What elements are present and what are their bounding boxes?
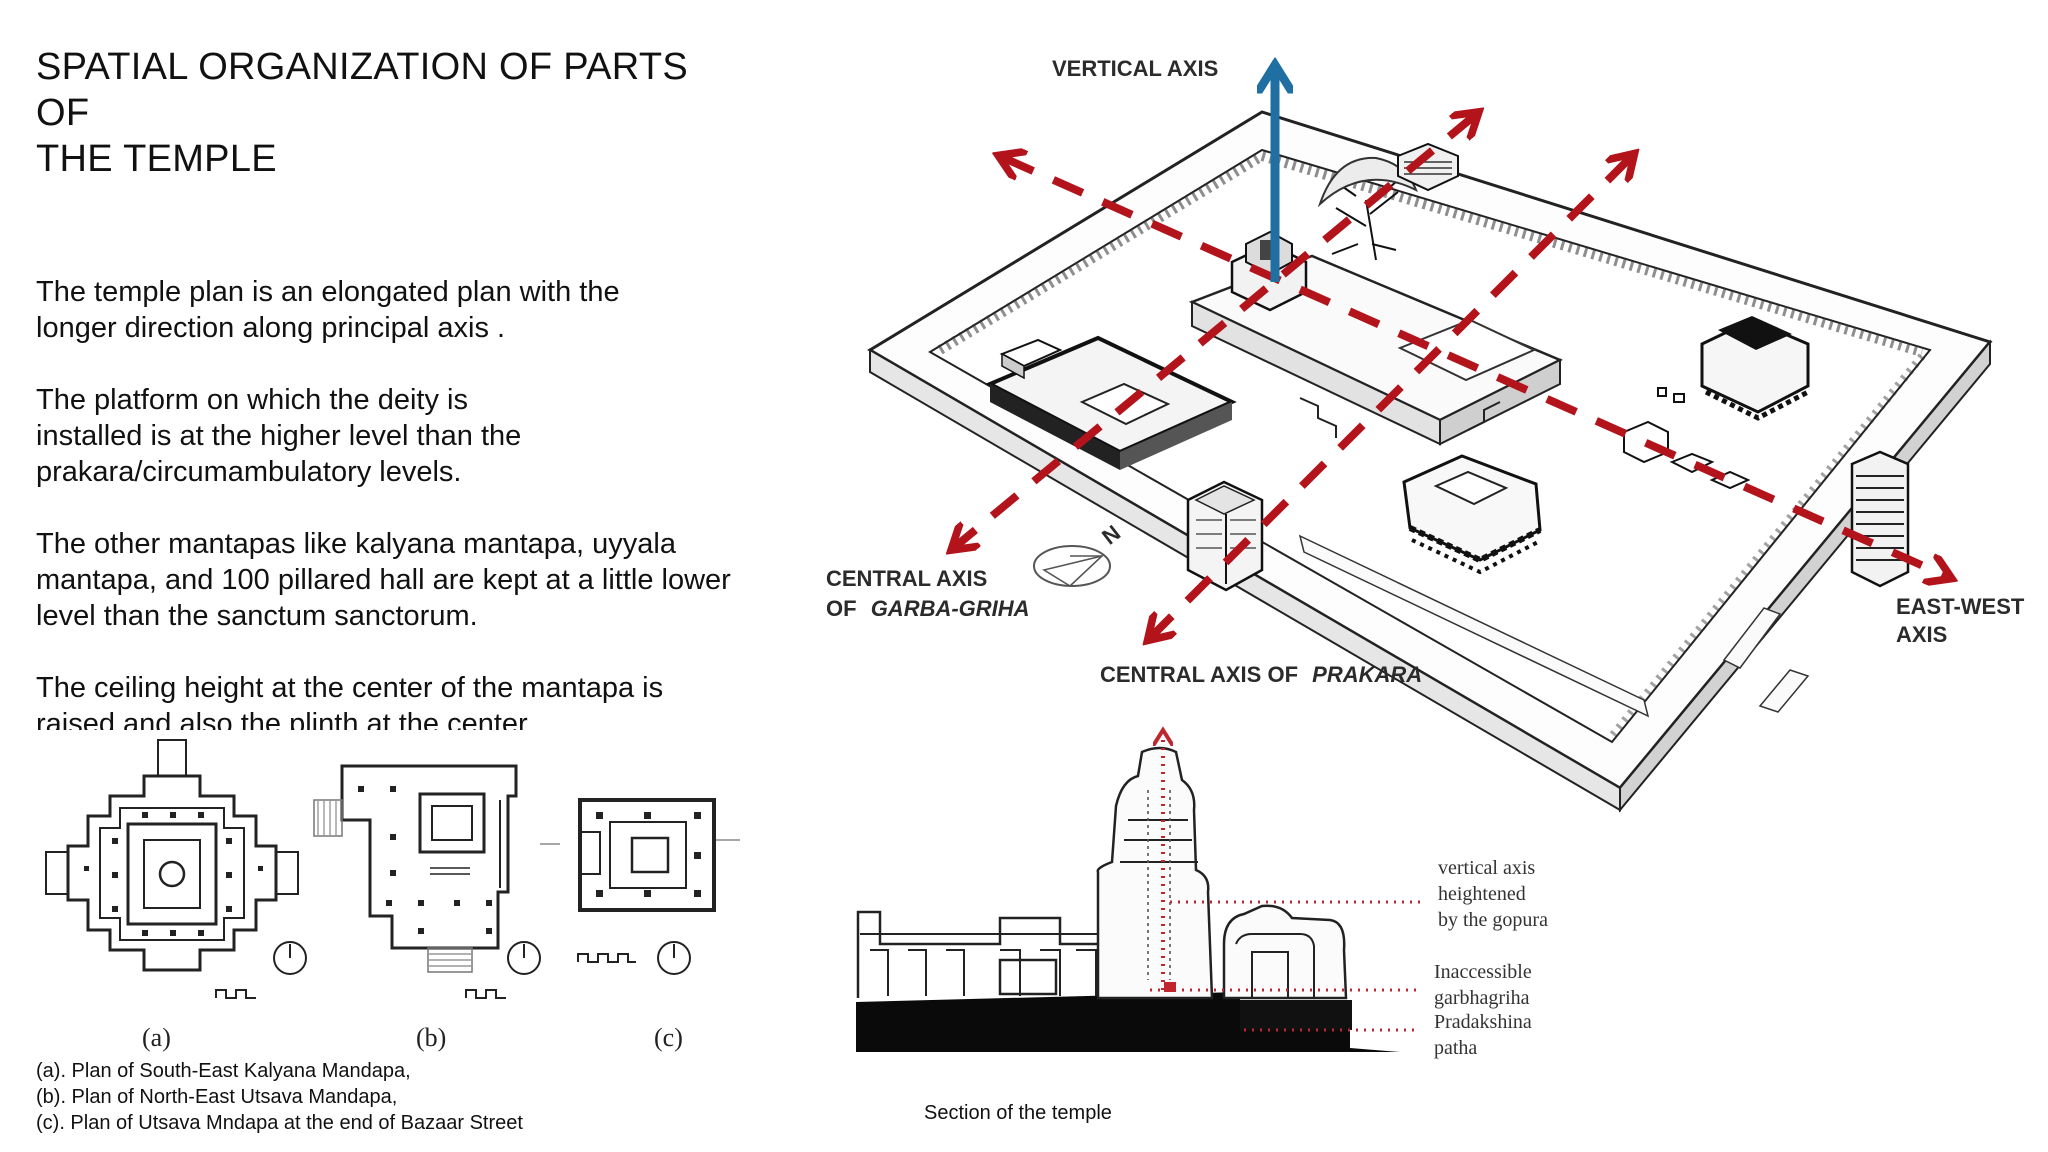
annotation-garbhagriha: garbhagriha [1434, 987, 1530, 1009]
text-line: The other mantapas like kalyana mantapa,… [36, 528, 676, 560]
paragraph: The ceiling height at the center of the … [36, 670, 776, 730]
central-axis-garba-label: CENTRAL AXIS [826, 566, 987, 591]
central-axis-garba-prefix: CENTRAL AXIS [826, 566, 987, 591]
front-gopura [1186, 480, 1264, 592]
north-arrow-icon [1033, 545, 1111, 588]
title-line: SPATIAL ORGANIZATION OF PARTS [36, 46, 688, 88]
plan-label-b: (b) [416, 1023, 446, 1052]
central-axis-prakara-label: CENTRAL AXIS OF PRAKARA [1100, 662, 1422, 687]
text-line: level than the sanctum sanctorum. [36, 600, 478, 632]
central-axis-garba-label-line2: OF GARBA-GRIHA [826, 596, 1030, 621]
plan-c-utsava-mandapa [540, 798, 740, 975]
section-ground [856, 992, 1400, 1052]
section-mandapa [856, 904, 1132, 998]
paragraph: The platform on which the deity is insta… [36, 382, 776, 490]
text-line: installed is at the higher level than th… [36, 420, 522, 452]
plan-b-utsava-mandapa [313, 764, 541, 999]
text-line: prakara/circumambulatory levels. [36, 456, 462, 488]
annotation-vertical-axis: vertical axis [1438, 857, 1535, 879]
page-title: SPATIAL ORGANIZATION OF PARTS OF THE TEM… [36, 44, 756, 182]
text-line: mantapa, and 100 pillared hall are kept … [36, 564, 731, 596]
plan-c-pillars [596, 812, 701, 897]
temple-section-drawing: vertical axis heightened by the gopura I… [856, 736, 1548, 1059]
text-line: raised and also the plinth at the center [36, 708, 528, 730]
central-axis-garba-of: OF [826, 596, 857, 621]
description-text: The temple plan is an elongated plan wit… [36, 274, 776, 730]
east-gopura [1850, 450, 1910, 588]
plan-label-c: (c) [654, 1023, 683, 1052]
plan-a-kalyana-mandapa [45, 739, 307, 999]
plan-label-a: (a) [142, 1023, 171, 1052]
text-line: The platform on which the deity is [36, 384, 468, 416]
caption-line: (c). Plan of Utsava Mndapa at the end of… [36, 1112, 523, 1134]
vertical-axis-label: VERTICAL AXIS [1052, 56, 1218, 81]
paragraph: The other mantapas like kalyana mantapa,… [36, 526, 776, 634]
east-west-axis-label-line1: EAST-WEST [1896, 594, 2025, 619]
annotation-vertical-axis: by the gopura [1438, 909, 1548, 931]
annotation-pradakshina: patha [1434, 1037, 1477, 1059]
central-axis-garba-name: GARBA-GRIHA [871, 596, 1030, 621]
text-line: The ceiling height at the center of the … [36, 672, 664, 704]
text-line: The temple plan is an elongated plan wit… [36, 276, 620, 308]
section-caption: Section of the temple [924, 1102, 1112, 1124]
north-label: N [1097, 520, 1125, 549]
title-line: THE TEMPLE [36, 138, 277, 180]
central-axis-prakara-prefix: CENTRAL AXIS OF [1100, 662, 1298, 687]
text-line: longer direction along principal axis . [36, 312, 506, 344]
caption-line: (b). Plan of North-East Utsava Mandapa, [36, 1086, 398, 1108]
title-line: OF [36, 92, 90, 134]
plan-a-pillars [84, 812, 263, 936]
plans-caption: (a). Plan of South-East Kalyana Mandapa,… [36, 1058, 756, 1136]
east-west-axis-line [1004, 158, 1946, 576]
central-axis-prakara-name: PRAKARA [1312, 662, 1422, 687]
paragraph: The temple plan is an elongated plan wit… [36, 274, 776, 346]
section-vimana [1222, 904, 1348, 1000]
annotation-vertical-axis: heightened [1438, 883, 1526, 905]
section-gopura [1096, 746, 1214, 1000]
caption-line: (a). Plan of South-East Kalyana Mandapa, [36, 1060, 411, 1082]
isometric-temple-drawing: N VERTICAL AXIS CENTRAL AXIS OF GARBA-GR… [826, 56, 2025, 813]
annotation-pradakshina: Pradakshina [1434, 1011, 1532, 1033]
plan-b-pillars [358, 786, 492, 934]
east-west-axis-label-line2: AXIS [1896, 622, 1947, 647]
annotation-garbhagriha: Inaccessible [1434, 961, 1532, 983]
